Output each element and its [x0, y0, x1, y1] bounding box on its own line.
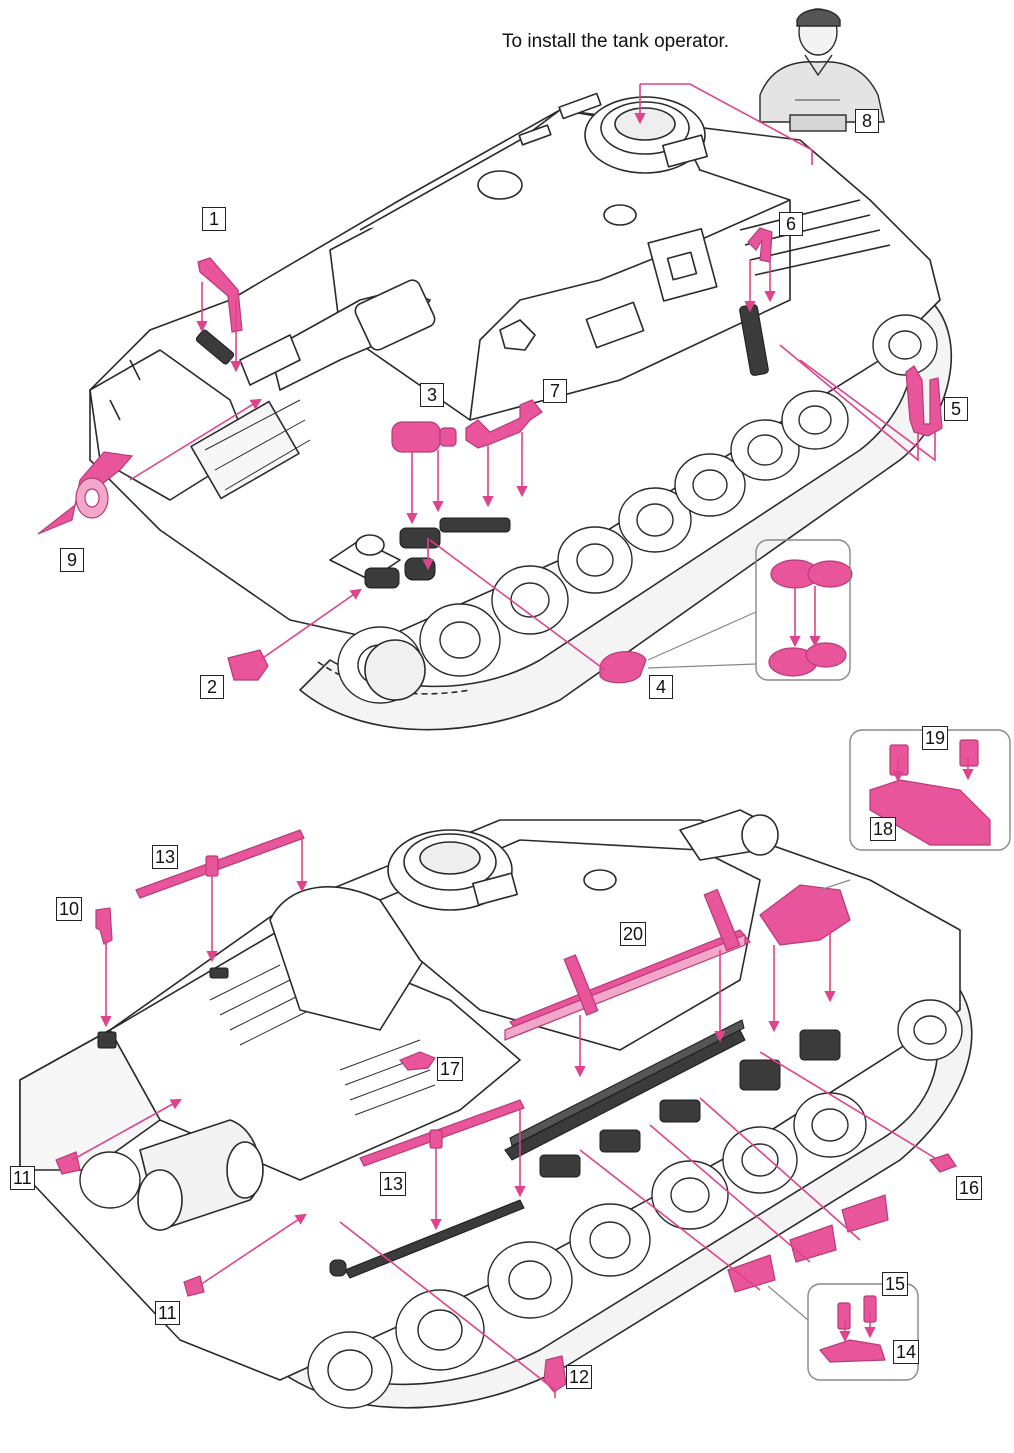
part-6-shape [747, 227, 773, 263]
part-16-shape [928, 1153, 957, 1173]
bottom-guide-lines [71, 758, 974, 1398]
part-3-shape [391, 421, 441, 453]
part-17-shape [399, 1051, 436, 1071]
callout-13a: 13 [152, 845, 179, 869]
callout-3: 3 [420, 383, 444, 407]
bottom-tank-drawing [19, 809, 973, 1409]
callout-2: 2 [200, 675, 224, 699]
part-11a-shape [55, 1151, 81, 1175]
bottom-pink-parts [55, 739, 991, 1393]
part-4-shape [599, 651, 647, 684]
top-tank-drawing [89, 92, 952, 731]
tank-operator-figure [759, 8, 885, 132]
callout-1: 1 [202, 207, 226, 231]
operator-instruction-caption: To install the tank operator. [502, 31, 730, 52]
callout-18: 18 [870, 817, 897, 841]
callout-11b: 11 [155, 1301, 180, 1325]
callout-12: 12 [566, 1365, 593, 1389]
part-4-inset-box [755, 539, 851, 681]
callout-11a: 11 [10, 1166, 35, 1190]
callout-8: 8 [855, 109, 879, 133]
part-13-upper-shape [135, 829, 305, 899]
callout-14: 14 [893, 1340, 920, 1364]
callout-17: 17 [437, 1057, 464, 1081]
callout-19: 19 [922, 726, 949, 750]
callout-10: 10 [56, 897, 83, 921]
part-5-shape [905, 365, 943, 437]
callout-20: 20 [620, 922, 647, 946]
part-18-shape [869, 779, 991, 846]
part-1-shape [197, 257, 243, 333]
callout-4: 4 [649, 675, 673, 699]
callout-16: 16 [956, 1176, 983, 1200]
part-15-shape [837, 1302, 851, 1330]
part-12-shape [543, 1355, 567, 1393]
callout-9: 9 [60, 548, 84, 572]
part-2-shape [227, 649, 269, 681]
part-11b-shape [183, 1275, 205, 1297]
top-guide-lines [129, 83, 936, 671]
top-pink-parts [37, 227, 943, 684]
callout-5: 5 [944, 397, 968, 421]
callout-6: 6 [779, 212, 803, 236]
callout-15: 15 [882, 1272, 909, 1296]
bottom-dark-parts [97, 967, 841, 1279]
callout-13b: 13 [380, 1172, 407, 1196]
callout-7: 7 [543, 379, 567, 403]
part-14-shape [818, 1339, 886, 1363]
part-7-shape [465, 399, 543, 449]
part-10-shape [95, 907, 113, 945]
part-14-15-inset-box [807, 1283, 919, 1381]
